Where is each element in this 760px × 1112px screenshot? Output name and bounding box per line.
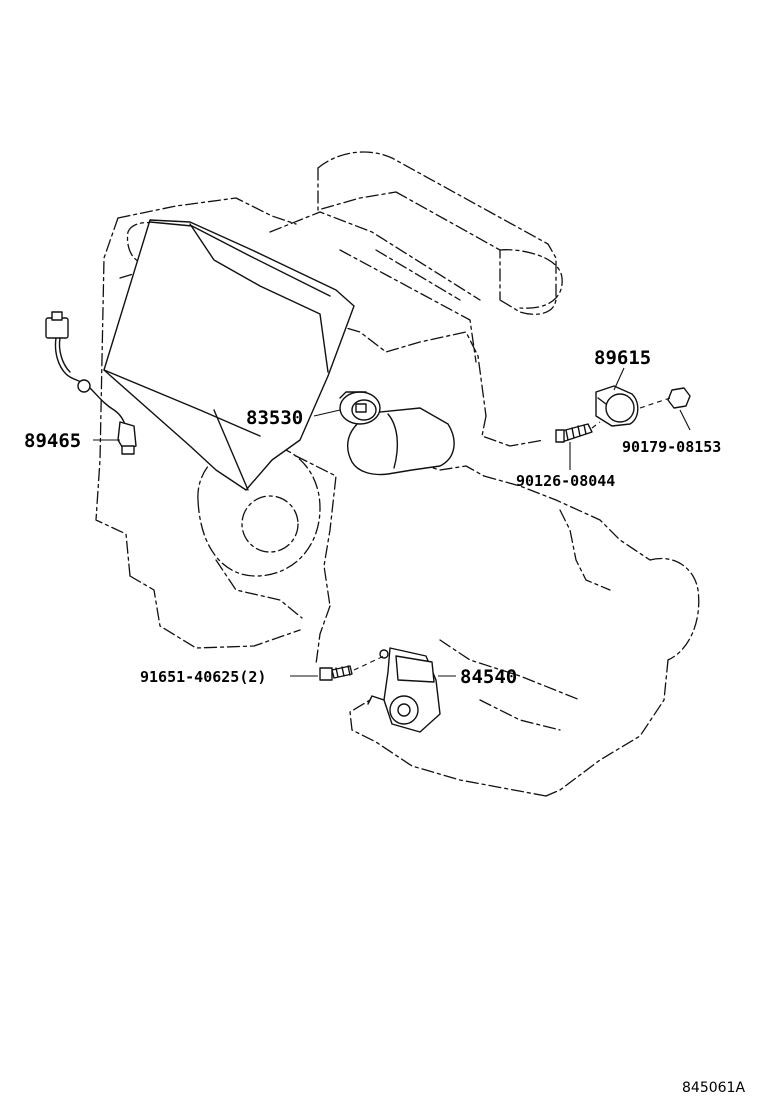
label-89615: 89615 <box>594 347 651 369</box>
label-90126-08044: 90126-08044 <box>516 472 615 490</box>
label-90179-08153: 90179-08153 <box>622 438 721 456</box>
oil-pressure-switch-83530 <box>339 391 381 425</box>
leader-lines <box>93 367 691 677</box>
bolt-91651-40625 <box>319 665 353 681</box>
nut-90179-08153 <box>667 387 691 409</box>
label-89465: 89465 <box>24 430 81 452</box>
label-83530: 83530 <box>246 407 303 429</box>
sensor-89615 <box>595 385 639 427</box>
stud-bolt-90126-08044 <box>555 423 593 443</box>
neutral-switch-84540 <box>367 647 441 733</box>
intake-pipe <box>346 407 455 476</box>
part-labels: 89615 83530 89465 90179-08153 90126-0804… <box>24 347 721 688</box>
label-91651-40625: 91651-40625(2) <box>140 668 266 686</box>
valve-cover <box>103 219 355 491</box>
oxygen-sensor-89465 <box>45 311 137 455</box>
label-84540: 84540 <box>460 666 517 688</box>
reference-code: 845061A <box>682 1080 745 1096</box>
